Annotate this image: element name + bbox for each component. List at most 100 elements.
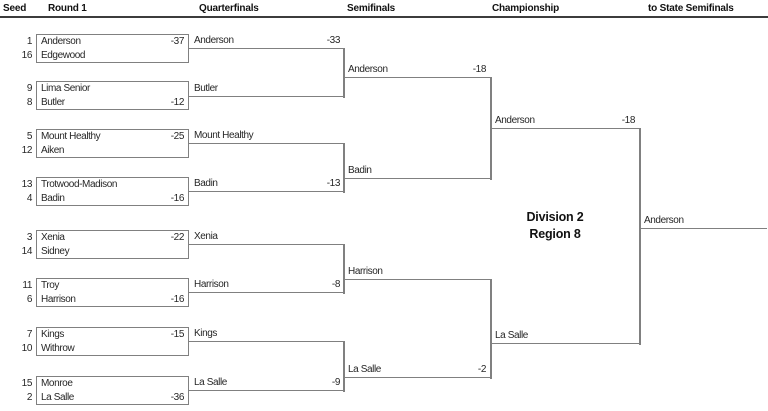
- quarterfinal-entry: Harrison -8: [189, 278, 345, 293]
- team-name: Badin: [41, 192, 65, 204]
- team-name: Edgewood: [41, 49, 86, 61]
- margin-score: -12: [170, 96, 185, 108]
- seed-label: 8: [26, 96, 33, 108]
- seed-label: 2: [26, 391, 33, 403]
- column-header-championship: Championship: [492, 3, 560, 14]
- team-name: Butler: [194, 83, 218, 94]
- round1-match: 5 12 Mount Healthy -25 Aiken: [0, 129, 189, 158]
- seed-label: 6: [26, 293, 33, 305]
- seed-label: 14: [21, 245, 33, 257]
- team-name: Troy: [41, 280, 60, 291]
- championship-entry: La Salle: [490, 329, 640, 344]
- match-box: [36, 34, 189, 63]
- seed-label: 13: [21, 179, 33, 190]
- team-name: Monroe: [41, 378, 73, 389]
- margin-score: -18: [472, 64, 487, 75]
- team-name: Trotwood-Madison: [41, 179, 118, 190]
- column-header-round1: Round 1: [48, 3, 87, 14]
- bracket-connector: [639, 128, 641, 345]
- quarterfinal-entry: La Salle -9: [189, 376, 345, 391]
- team-name: Xenia: [194, 231, 218, 242]
- team-name: Mount Healthy: [41, 131, 101, 142]
- team-name: La Salle: [41, 391, 74, 403]
- margin-score: -2: [477, 364, 486, 375]
- bracket-connector: [343, 48, 345, 98]
- seed-label: 12: [21, 144, 33, 156]
- margin-score: -15: [170, 329, 185, 340]
- quarterfinal-entry: Anderson -33: [189, 34, 345, 49]
- team-name: Withrow: [41, 342, 75, 354]
- match-box: [36, 177, 189, 206]
- margin-score: -37: [170, 36, 185, 47]
- seed-label: 3: [26, 232, 33, 243]
- team-name: La Salle: [495, 330, 528, 341]
- seed-label: 7: [26, 329, 33, 340]
- bracket-connector: [343, 143, 345, 193]
- seed-label: 16: [21, 49, 33, 61]
- region-title-division: Division 2: [526, 210, 584, 224]
- quarterfinal-entry: Badin -13: [189, 177, 345, 192]
- header-rule: [0, 16, 768, 18]
- team-name: Sidney: [41, 245, 70, 257]
- round1-match: 3 14 Xenia -22 Sidney: [0, 230, 189, 259]
- team-name: Badin: [348, 165, 372, 176]
- team-name: Anderson: [41, 36, 81, 47]
- bracket-connector: [490, 279, 492, 379]
- round1-match: 15 2 Monroe La Salle -36: [0, 376, 189, 405]
- round1-match: 1 16 Anderson -37 Edgewood: [0, 34, 189, 63]
- seed-label: 9: [26, 83, 33, 94]
- margin-score: -36: [170, 391, 185, 403]
- column-header-seed: Seed: [3, 3, 27, 14]
- match-box: [36, 129, 189, 158]
- margin-score: -13: [326, 178, 341, 189]
- team-name: Kings: [194, 328, 218, 339]
- team-name: Butler: [41, 96, 65, 108]
- bracket-connector: [343, 244, 345, 294]
- round1-match: 13 4 Trotwood-Madison Badin -16: [0, 177, 189, 206]
- team-name: Anderson: [495, 115, 535, 126]
- column-header-quarterfinals: Quarterfinals: [199, 3, 259, 14]
- margin-score: -8: [331, 279, 340, 290]
- bracket-connector: [343, 341, 345, 392]
- seed-label: 1: [26, 36, 33, 47]
- quarterfinal-entry: Butler: [189, 82, 345, 97]
- margin-score: -25: [170, 131, 185, 142]
- team-name: La Salle: [348, 364, 381, 375]
- team-name: La Salle: [194, 377, 227, 388]
- match-box: [36, 376, 189, 405]
- margin-score: -9: [331, 377, 340, 388]
- match-box: [36, 327, 189, 356]
- championship-entry: Anderson -18: [490, 114, 640, 129]
- margin-score: -18: [621, 115, 636, 126]
- seed-label: 10: [21, 342, 33, 354]
- team-name: Aiken: [41, 144, 65, 156]
- column-header-state-semifinals: to State Semifinals: [648, 3, 734, 14]
- margin-score: -16: [170, 293, 185, 305]
- team-name: Harrison: [194, 279, 229, 290]
- seed-label: 11: [22, 280, 32, 291]
- semifinal-entry: Badin: [343, 164, 491, 179]
- margin-score: -22: [170, 232, 185, 243]
- team-name: Mount Healthy: [194, 130, 254, 141]
- seed-label: 4: [26, 192, 33, 204]
- semifinal-entry: Anderson -18: [343, 63, 491, 78]
- team-name: Badin: [194, 178, 218, 189]
- round1-match: 9 8 Lima Senior Butler -12: [0, 81, 189, 110]
- team-name: Anderson: [644, 215, 684, 226]
- match-box: [36, 81, 189, 110]
- team-name: Kings: [41, 329, 65, 340]
- team-name: Harrison: [348, 266, 383, 277]
- seed-label: 5: [26, 131, 33, 142]
- team-name: Anderson: [194, 35, 234, 46]
- quarterfinal-entry: Mount Healthy: [189, 129, 345, 144]
- quarterfinal-entry: Kings: [189, 327, 345, 342]
- match-box: [36, 230, 189, 259]
- seed-label: 15: [21, 378, 33, 389]
- semifinal-entry: La Salle -2: [343, 363, 491, 378]
- semifinal-entry: Harrison: [343, 265, 491, 280]
- region-title-region: Region 8: [529, 227, 581, 241]
- team-name: Lima Senior: [41, 83, 90, 94]
- match-box: [36, 278, 189, 307]
- margin-score: -16: [170, 192, 185, 204]
